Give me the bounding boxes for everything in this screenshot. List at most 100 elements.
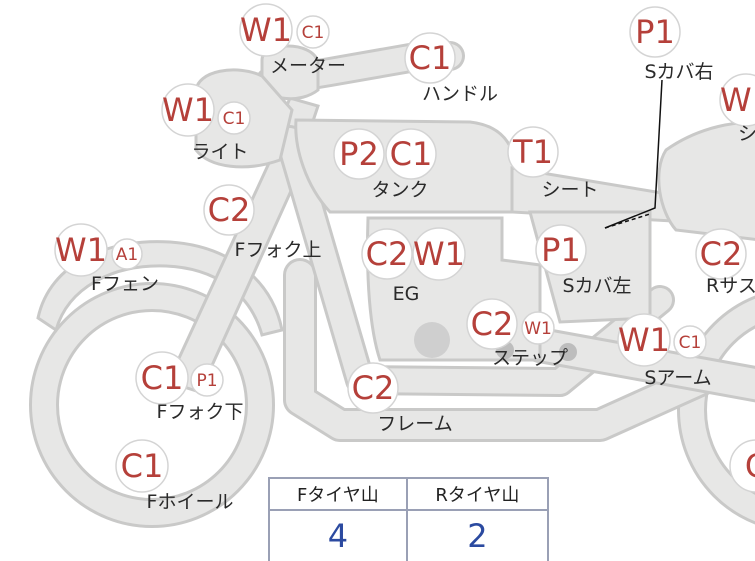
grade-code: P1	[196, 371, 217, 391]
callout-step: C2 W1 ステップ	[466, 298, 568, 369]
grade-bubble	[404, 32, 456, 84]
grade-bubble	[203, 184, 255, 236]
part-label: タンク	[371, 179, 428, 201]
grade-bubble	[296, 15, 330, 49]
rear-tire-value: 2	[405, 509, 550, 561]
part-label: ライト	[191, 141, 248, 163]
grade-code: A1	[116, 245, 138, 265]
grade-bubble	[466, 298, 518, 350]
grade-code: W1	[618, 321, 670, 359]
grade-bubble	[135, 351, 189, 405]
grade-bubble	[695, 228, 747, 280]
grade-code: C1	[409, 39, 452, 77]
part-label: Rサス	[706, 275, 755, 297]
grade-code: W1	[55, 231, 107, 269]
part-label: Fフェン	[91, 273, 159, 295]
grade-bubble	[54, 223, 108, 277]
grade-code: C2	[208, 191, 251, 229]
grade-code: C1	[121, 447, 164, 485]
callout-handle: C1 ハンドル	[404, 32, 498, 105]
grade-bubble	[629, 6, 681, 58]
leader-line-s-cover-right	[604, 79, 663, 229]
grade-code: T1	[512, 133, 553, 171]
tire-table-header-row: Fタイヤ山 Rタイヤ山	[268, 477, 550, 511]
grade-bubble	[361, 228, 413, 280]
part-label: シ	[738, 123, 755, 145]
grade-code: C2	[700, 235, 743, 273]
grade-bubble	[190, 363, 224, 397]
grade-bubble	[333, 128, 385, 180]
grade-bubble	[729, 439, 755, 493]
part-label: シート	[541, 179, 598, 201]
part-label: Fホイール	[147, 491, 234, 513]
part-label: Sカバ右	[644, 61, 713, 83]
front-tire-value: 4	[268, 509, 408, 561]
grade-code: W1	[240, 11, 292, 49]
front-tire-header: Fタイヤ山	[268, 477, 408, 511]
grade-code: C1	[679, 333, 702, 353]
grade-code: C2	[352, 369, 395, 407]
part-label: メーター	[270, 55, 346, 77]
grade-bubble	[161, 83, 215, 137]
part-label: ハンドル	[422, 83, 498, 105]
grade-bubble	[115, 439, 169, 493]
grade-code: W1	[413, 235, 465, 273]
grade-bubble	[347, 362, 399, 414]
grade-bubble	[535, 224, 587, 276]
callout-rear-side-1: W1 シ	[719, 73, 755, 145]
grade-bubble	[111, 238, 143, 270]
grade-bubble	[217, 101, 251, 135]
grade-code: C1	[302, 23, 325, 43]
part-label: Sカバ左	[562, 275, 631, 297]
rear-body-shape	[657, 121, 755, 241]
grade-code: C1	[390, 135, 433, 173]
callout-meter: W1 C1 メーター	[239, 3, 346, 77]
engine-cover-shape	[414, 322, 450, 358]
grade-bubble	[719, 73, 755, 127]
grade-code: C	[745, 447, 755, 485]
grade-bubble	[521, 311, 555, 345]
grade-code: W1	[162, 91, 214, 129]
part-label: Sアーム	[644, 367, 711, 389]
grade-code: P1	[635, 13, 675, 51]
grade-code: P1	[541, 231, 581, 269]
grade-bubble	[385, 128, 437, 180]
callout-frame: C2 フレーム	[347, 362, 453, 435]
grade-code: P2	[339, 135, 379, 173]
callout-rear-side-2: C	[729, 439, 755, 493]
grade-bubble	[673, 325, 707, 359]
grade-bubble	[239, 3, 293, 57]
grade-code: C1	[141, 359, 184, 397]
grade-code: W1	[720, 81, 755, 119]
grade-bubble	[412, 227, 466, 281]
part-label: フレーム	[377, 413, 452, 435]
grade-code: C1	[223, 109, 246, 129]
part-label: Fフォク上	[235, 239, 322, 261]
tire-tread-table: Fタイヤ山 Rタイヤ山 4 2	[268, 477, 550, 561]
tire-table-value-row: 4 2	[268, 509, 550, 561]
footpeg-right-shape	[559, 343, 577, 361]
callout-seat: T1 シート	[507, 126, 599, 201]
rear-tire-header: Rタイヤ山	[405, 477, 550, 511]
callout-tank: P2 C1 タンク	[333, 128, 437, 201]
part-label: Fフォク下	[157, 401, 244, 423]
callout-light: W1 C1 ライト	[161, 83, 251, 163]
grade-code: W1	[524, 319, 552, 339]
grade-code: C2	[366, 235, 409, 273]
grade-bubble	[617, 313, 671, 367]
grade-code: C2	[471, 305, 514, 343]
part-label: EG	[393, 283, 420, 305]
part-label: ステップ	[492, 347, 568, 369]
